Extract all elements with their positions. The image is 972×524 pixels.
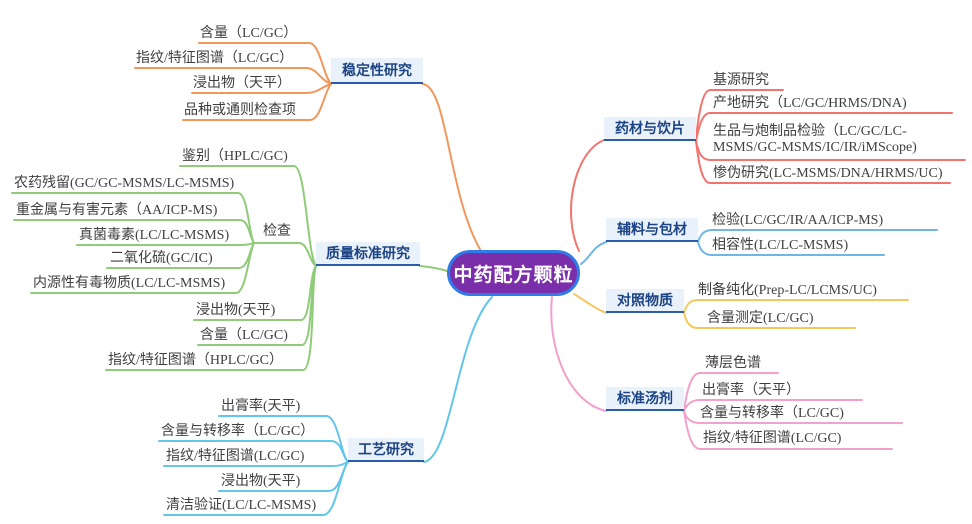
branch-stability[interactable]: 稳定性研究 [331, 58, 423, 84]
branch-line-decoction [550, 296, 607, 412]
leaf-line [30, 242, 255, 294]
leaf-line [683, 410, 893, 450]
central-topic[interactable]: 中药配方颗粒 [447, 250, 580, 296]
branch-line-reference [573, 293, 607, 314]
topic-leaf[interactable]: 检验(LC/GC/IR/AA/ICP-MS) [712, 213, 884, 228]
topic-leaf[interactable]: 薄层色谱 [705, 356, 761, 371]
topic-leaf[interactable]: 含量（LC/GC） [200, 26, 298, 41]
leaf-line [697, 229, 938, 243]
topic-leaf[interactable]: 浸出物(天平) [221, 474, 301, 489]
topic-leaf[interactable]: 制备纯化(Prep-LC/LCMS/UC) [698, 283, 877, 298]
leaf-line [13, 219, 255, 244]
topic-leaf[interactable]: 基源研究 [713, 73, 769, 88]
branch-process[interactable]: 工艺研究 [348, 438, 424, 462]
leaf-line [683, 399, 863, 412]
leaf-line [695, 112, 953, 142]
leaf-line [683, 312, 856, 329]
branch-quality-standard[interactable]: 质量标准研究 [316, 242, 420, 266]
leaf-line [683, 299, 909, 314]
leaf-line [697, 241, 885, 256]
branch-excipients[interactable]: 辅料与包材 [606, 218, 698, 242]
topic-leaf[interactable]: 浸出物（天平） [193, 76, 291, 91]
topic-leaf[interactable]: 产地研究（LC/GC/HRMS/DNA) [713, 96, 907, 111]
topic-leaf[interactable]: 农药残留(GC/GC-MSMS/LC-MSMS) [14, 176, 235, 191]
branch-reference[interactable]: 对照物质 [606, 289, 684, 313]
leaf-line [182, 83, 332, 121]
topic-leaf[interactable]: 指纹/特征图谱(LC/GC) [166, 449, 305, 464]
topic-leaf[interactable]: 鉴别（HPLC/GC) [182, 149, 288, 164]
topic-leaf[interactable]: 指纹/特征图谱（LC/GC） [136, 51, 294, 66]
topic-leaf[interactable]: 重金属与有害元素（AA/ICP-MS) [16, 203, 218, 218]
topic-leaf[interactable]: 生品与炮制品检验（LC/GC/LC-MSMS/GC-MSMS/IC/IR/iMS… [713, 124, 917, 155]
leaf-line [683, 372, 779, 412]
branch-line-stability [422, 83, 482, 252]
leaf-line [198, 42, 332, 85]
topic-leaf[interactable]: 相容性(LC/LC-MSMS) [712, 238, 849, 253]
topic-leaf[interactable]: 二氧化硫(GC/IC) [110, 251, 213, 266]
topic-leaf[interactable]: 内源性有毒物质(LC/LC-MSMS) [33, 276, 226, 291]
subnode-line-inspection [253, 242, 317, 267]
leaf-line [163, 461, 349, 516]
leaf-line [134, 67, 332, 85]
topic-leaf[interactable]: 品种或通则检查项 [184, 103, 296, 118]
topic-leaf[interactable]: 含量与转移率（LC/GC) [700, 406, 844, 421]
topic-leaf[interactable]: 真菌毒素(LC/LC-MSMS) [79, 228, 230, 243]
leaf-line [191, 83, 332, 94]
topic-leaf[interactable]: 含量测定(LC/GC) [707, 311, 814, 326]
topic-leaf[interactable]: 含量与转移率（LC/GC） [161, 424, 315, 439]
leaf-line [179, 165, 317, 267]
topic-leaf[interactable]: 出膏率(天平) [221, 399, 301, 414]
topic-leaf[interactable]: 清洁验证(LC/LC-MSMS) [166, 498, 317, 513]
branch-line-quality [419, 265, 448, 272]
topic-leaf[interactable]: 含量（LC/GC) [200, 328, 288, 343]
topic-leaf[interactable]: 指纹/特征图谱(LC/GC) [703, 431, 842, 446]
leaf-line [105, 265, 317, 371]
topic-leaf[interactable]: 惨伪研究(LC-MSMS/DNA/HRMS/UC) [713, 166, 943, 181]
topic-leaf[interactable]: 出膏率（天平） [702, 383, 800, 398]
topic-leaf[interactable]: 浸出物(天平) [196, 303, 276, 318]
branch-decoction[interactable]: 标准汤剂 [606, 387, 684, 411]
leaf-line [695, 140, 951, 184]
branch-materials[interactable]: 药材与饮片 [604, 117, 696, 141]
leaf-line [158, 440, 349, 463]
branch-line-process [423, 296, 493, 463]
topic-leaf[interactable]: 指纹/特征图谱（HPLC/GC） [108, 353, 284, 368]
branch-line-materials [570, 139, 605, 252]
subtopic-inspection[interactable]: 检查 [263, 224, 291, 239]
branch-line-excipients [580, 241, 607, 265]
